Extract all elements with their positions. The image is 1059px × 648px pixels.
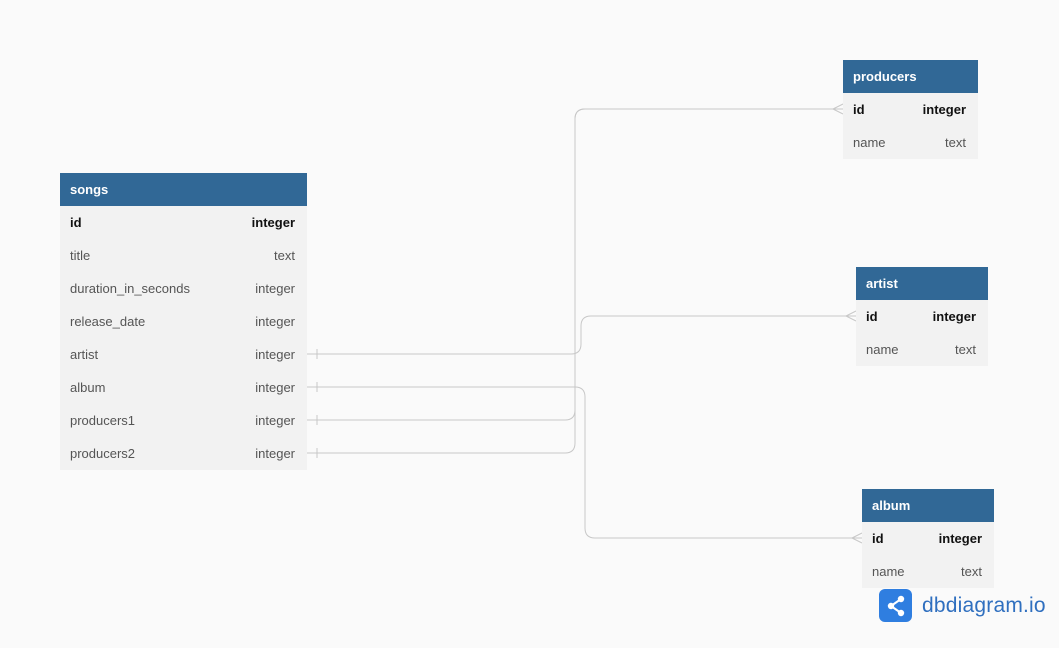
field-name: name	[872, 564, 905, 579]
field-name: artist	[70, 347, 99, 362]
field-type: integer	[255, 413, 295, 428]
table-songs[interactable]: songs id integer title text duration_in_…	[60, 173, 307, 470]
field-type: text	[945, 135, 966, 150]
relationship-songs-producers2-to-producers-id	[307, 108, 843, 454]
field-row-name[interactable]: name text	[862, 555, 994, 588]
field-type: integer	[255, 380, 295, 395]
field-type: text	[961, 564, 982, 579]
field-row-album[interactable]: album integer	[60, 371, 307, 404]
field-type: integer	[922, 102, 966, 117]
many-marker-album	[851, 532, 863, 544]
field-type: text	[274, 248, 295, 263]
field-name: producers2	[70, 446, 136, 461]
field-row-release-date[interactable]: release_date integer	[60, 305, 307, 338]
field-row-producers2[interactable]: producers2 integer	[60, 437, 307, 470]
field-row-id[interactable]: id integer	[862, 522, 994, 555]
field-type: integer	[251, 215, 295, 230]
field-row-producers1[interactable]: producers1 integer	[60, 404, 307, 437]
field-row-name[interactable]: name text	[843, 126, 978, 159]
field-row-id[interactable]: id integer	[60, 206, 307, 239]
table-header-producers[interactable]: producers	[843, 60, 978, 93]
field-name: name	[866, 342, 899, 357]
field-name: id	[866, 309, 878, 324]
field-name: duration_in_seconds	[70, 281, 190, 296]
field-type: integer	[255, 446, 295, 461]
field-type: text	[955, 342, 976, 357]
field-type: integer	[932, 309, 976, 324]
table-header-album[interactable]: album	[862, 489, 994, 522]
field-row-id[interactable]: id integer	[843, 93, 978, 126]
relationship-songs-artist-to-artist-id	[307, 315, 856, 355]
field-row-id[interactable]: id integer	[856, 300, 988, 333]
field-row-name[interactable]: name text	[856, 333, 988, 366]
field-row-duration-in-seconds[interactable]: duration_in_seconds integer	[60, 272, 307, 305]
table-producers[interactable]: producers id integer name text	[843, 60, 978, 159]
field-row-title[interactable]: title text	[60, 239, 307, 272]
field-type: integer	[255, 347, 295, 362]
field-name: title	[70, 248, 91, 263]
table-album[interactable]: album id integer name text	[862, 489, 994, 588]
field-type: integer	[255, 281, 295, 296]
relationship-songs-producers1-to-producers-id	[307, 108, 843, 421]
field-name: id	[872, 531, 884, 546]
field-name: release_date	[70, 314, 146, 329]
many-marker-producers	[832, 103, 844, 115]
many-marker-artist	[845, 310, 857, 322]
field-name: album	[70, 380, 106, 395]
field-name: name	[853, 135, 886, 150]
field-row-artist[interactable]: artist integer	[60, 338, 307, 371]
field-name: id	[70, 215, 82, 230]
field-type: integer	[938, 531, 982, 546]
relationship-songs-album-to-album-id	[307, 386, 862, 539]
table-header-artist[interactable]: artist	[856, 267, 988, 300]
field-name: id	[853, 102, 865, 117]
field-type: integer	[255, 314, 295, 329]
logo-text: dbdiagram.io	[922, 593, 1046, 617]
table-artist[interactable]: artist id integer name text	[856, 267, 988, 366]
table-header-songs[interactable]: songs	[60, 173, 307, 206]
dbdiagram-logo[interactable]: dbdiagram.io	[879, 589, 1046, 622]
share-icon	[879, 589, 912, 622]
field-name: producers1	[70, 413, 136, 428]
